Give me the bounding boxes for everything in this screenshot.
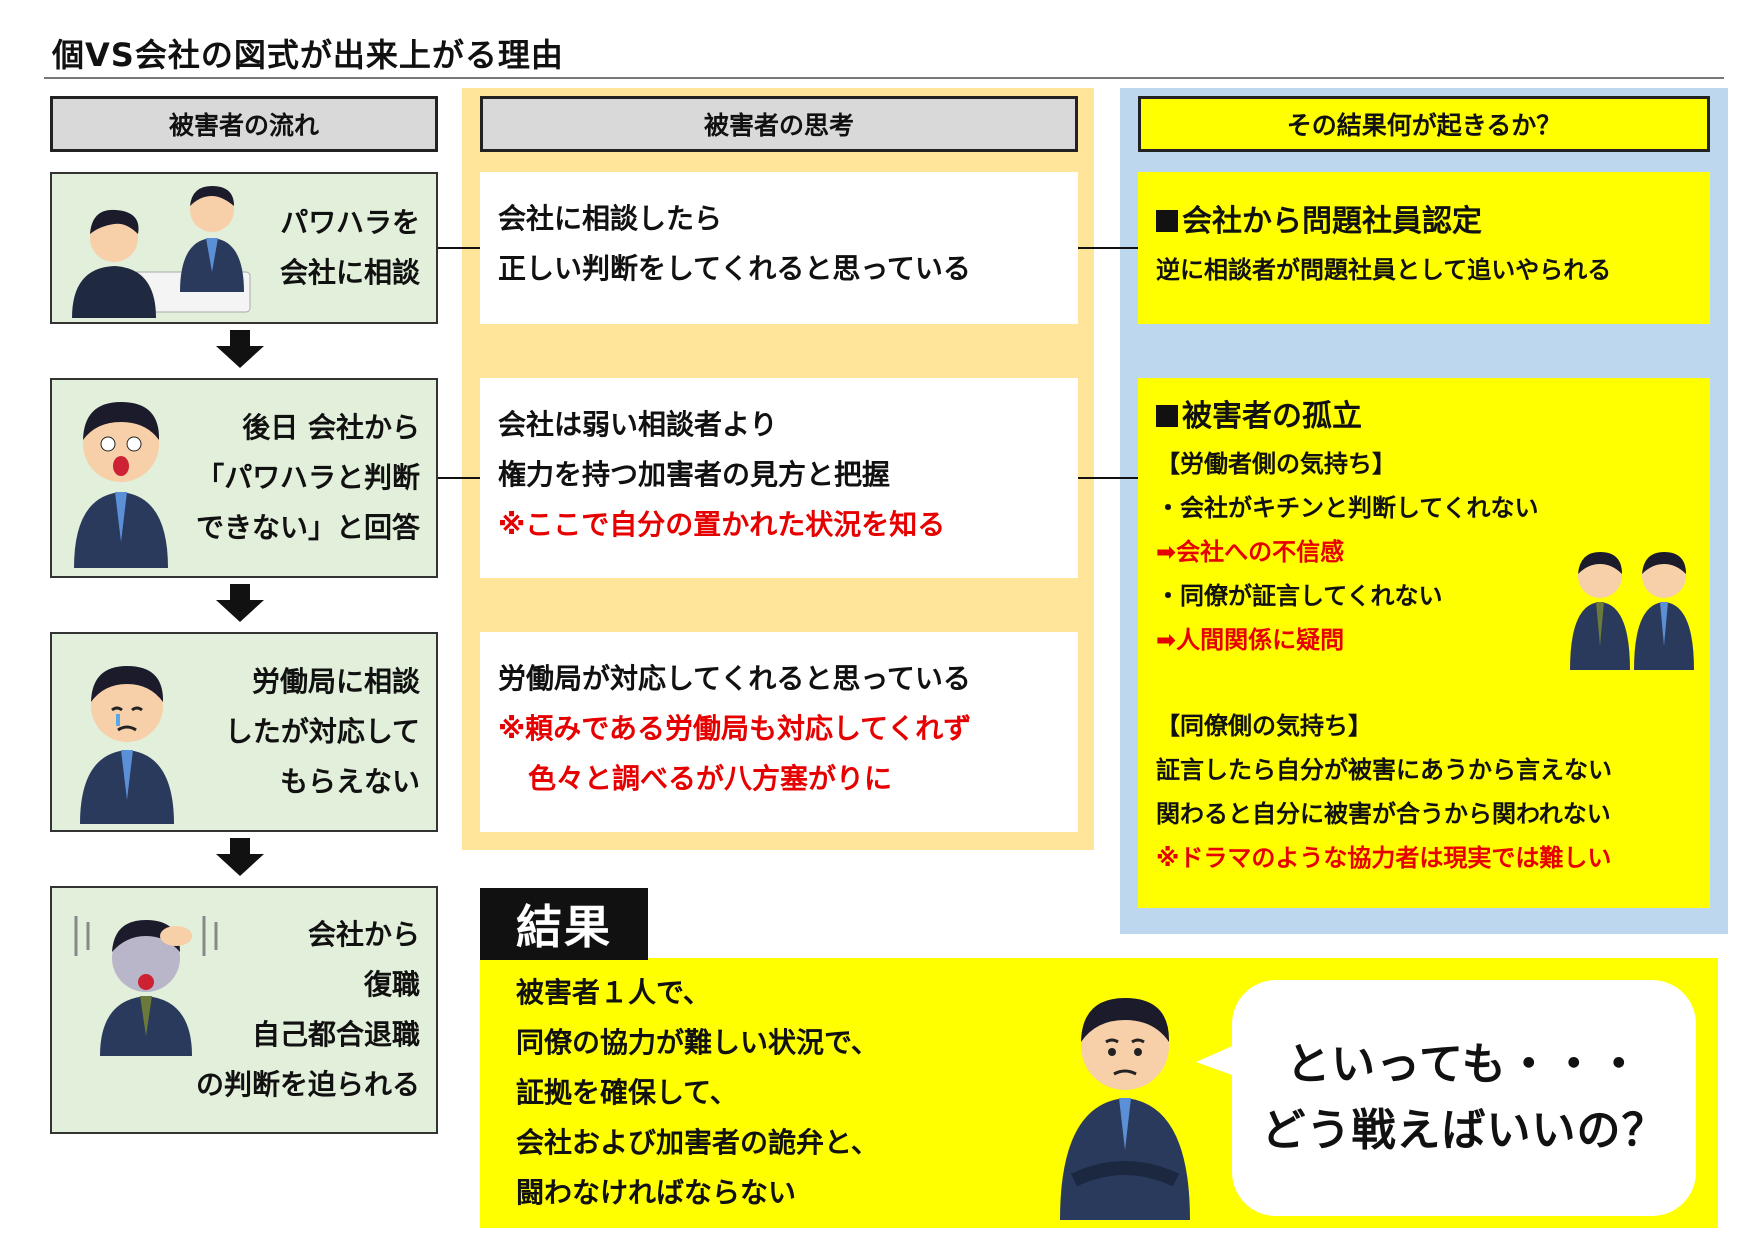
thinking-line: 正しい判断をしてくれると思っている [498,252,971,285]
colleague-feeling-line: 証言したら自分が被害にあうから言えない [1156,756,1612,784]
flow-step-3-text: 労働局に相談 したが対応して もらえない [225,634,420,830]
connector-line [438,477,480,479]
distressed-man-icon [74,916,218,1056]
colleague-feelings-label: 【同僚側の気持ち】 [1156,712,1372,740]
flow-step-1-text: パワハラを 会社に相談 [280,174,420,322]
thinking-line: 会社に相談したら [498,202,723,235]
result-heading: 会社から問題社員認定 [1156,198,1692,246]
page-title: 個VS会社の図式が出来上がる理由 [52,36,564,74]
consultation-illustration-icon [72,186,251,318]
speech-bubble: といっても・・・ どう戦えばいいの？ [1232,980,1696,1216]
flow-step-1: パワハラを 会社に相談 [50,172,438,324]
thinking-line: 労働局が対応してくれると思っている [498,662,971,695]
thinking-line: 権力を持つ加害者の見方と把握 [498,458,891,491]
conclusion-line: 闘わなければならない [516,1176,797,1209]
down-arrow-icon [216,600,264,622]
square-bullet-icon [1156,405,1178,427]
thinking-box-3: 労働局が対応してくれると思っている ※頼みである労働局も対応してくれず 色々と調… [480,632,1078,832]
flow-step-4-text: 会社から 復職 自己都合退職 の判断を迫られる [196,888,420,1132]
header-flow: 被害者の流れ [50,96,438,152]
connector-line [1078,247,1138,249]
crying-man-icon [80,666,174,824]
colleague-note: ※ドラマのような協力者は現実では難しい [1156,844,1612,872]
thinking-note: 色々と調べるが八方塞がりに [528,762,893,795]
worried-man-icon [1060,998,1190,1220]
flow-line: できない」と回答 [195,511,420,544]
flow-line: もらえない [279,765,420,798]
flow-line: 「パワハラと判断 [196,461,420,494]
flow-step-3: 労働局に相談 したが対応して もらえない [50,632,438,832]
flow-line: 復職 [363,968,420,1001]
conclusion-line: 証拠を確保して、 [516,1076,738,1109]
result-box-1: 会社から問題社員認定 逆に相談者が問題社員として追いやられる [1138,172,1710,324]
conclusion-line: 被害者１人で、 [516,976,711,1009]
conclusion-text: 被害者１人で、 同僚の協力が難しい状況で、 証拠を確保して、 会社および加害者の… [516,968,879,1218]
flow-line: したが対応して [224,715,420,748]
colleagues-illustration-icon [1570,552,1694,670]
thinking-box-1: 会社に相談したら 正しい判断をしてくれると思っている [480,172,1078,324]
flow-line: 会社から [307,918,420,951]
result-heading-text: 会社から問題社員認定 [1182,204,1482,239]
result-box-2: 被害者の孤立 【労働者側の気持ち】 ・会社がキチンと判断してくれない ➡会社への… [1138,378,1710,908]
conclusion-tag: 結果 [480,888,648,960]
result-heading: 被害者の孤立 [1156,392,1692,442]
speech-line: どう戦えばいいの？ [1261,1105,1667,1156]
flow-line: の判断を迫られる [195,1068,420,1101]
down-arrow-icon [230,584,250,602]
worker-feeling-result: ➡会社への不信感 [1156,538,1345,566]
thinking-note: ※ここで自分の置かれた状況を知る [498,508,946,541]
thinking-box-2: 会社は弱い相談者より 権力を持つ加害者の見方と把握 ※ここで自分の置かれた状況を… [480,378,1078,578]
flow-step-2-text: 後日 会社から 「パワハラと判断 できない」と回答 [196,380,420,576]
result-heading-text: 被害者の孤立 [1182,399,1362,434]
header-thinking: 被害者の思考 [480,96,1078,152]
worker-feeling-result: ➡人間関係に疑問 [1156,626,1345,654]
speech-line: といっても・・・ [1286,1039,1642,1090]
worker-feeling-item: ・同僚が証言してくれない [1156,582,1443,610]
flow-step-2: 後日 会社から 「パワハラと判断 できない」と回答 [50,378,438,578]
down-arrow-icon [230,838,250,856]
conclusion-line: 同僚の協力が難しい状況で、 [516,1026,879,1059]
down-arrow-icon [230,330,250,348]
flow-line: パワハラを [280,206,420,239]
worker-feeling-item: ・会社がキチンと判断してくれない [1156,494,1539,522]
title-divider [44,77,1724,79]
flow-line: 会社に相談 [279,256,420,289]
flow-step-4: 会社から 復職 自己都合退職 の判断を迫られる [50,886,438,1134]
conclusion-line: 会社および加害者の詭弁と、 [516,1126,879,1159]
header-result: その結果何が起きるか？ [1138,96,1710,152]
square-bullet-icon [1156,210,1178,232]
down-arrow-icon [216,854,264,876]
connector-line [1078,477,1138,479]
down-arrow-icon [216,346,264,368]
thinking-note: ※頼みである労働局も対応してくれず [498,712,972,745]
flow-line: 自己都合退職 [251,1018,420,1051]
connector-line [438,247,480,249]
flow-line: 労働局に相談 [251,665,420,698]
flow-line: 後日 会社から [242,411,420,444]
result-text: 逆に相談者が問題社員として追いやられる [1156,256,1612,284]
thinking-line: 会社は弱い相談者より [498,408,778,441]
worker-feelings-label: 【労働者側の気持ち】 [1156,450,1396,478]
colleague-feeling-line: 関わると自分に被害が合うから関われない [1156,800,1611,828]
shocked-man-icon [74,402,168,568]
